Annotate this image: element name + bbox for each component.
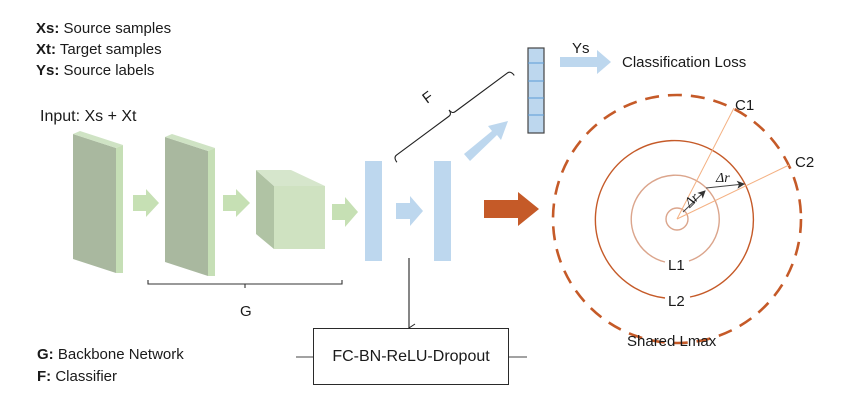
feature-map-1 <box>73 131 123 273</box>
green-arrow-3 <box>332 197 358 227</box>
legend-item-g: G: Backbone Network <box>37 346 184 364</box>
legend-key: F: <box>37 368 52 385</box>
l1-label: L1 <box>668 257 685 274</box>
center-circle <box>665 207 689 231</box>
feature-vector-bar-2 <box>434 161 451 261</box>
feature-cube <box>256 170 325 249</box>
shared-lmax-circle <box>551 93 803 345</box>
legend-item-xt: Xt: Target samples <box>36 41 162 59</box>
feature-map-2 <box>165 134 215 276</box>
ys-arrow <box>560 50 611 74</box>
delta-r-arrow-1 <box>682 190 706 213</box>
input-label: Input: Xs + Xt <box>40 108 137 125</box>
brace-g <box>147 280 343 288</box>
classifier-output-vector <box>527 47 545 134</box>
legend-text: Source samples <box>63 20 172 37</box>
brace-f-label: F <box>419 88 436 107</box>
l2-circle <box>594 139 755 299</box>
c1-label: C1 <box>735 97 754 114</box>
ray-c1 <box>676 107 735 220</box>
legend-item-ys: Ys: Source labels <box>36 62 154 80</box>
classification-loss-label: Classification Loss <box>622 54 746 71</box>
shared-lmax-label: Shared Lmax <box>627 333 717 350</box>
fc-block-label: FC-BN-ReLU-Dropout <box>332 347 490 365</box>
c2-label: C2 <box>795 154 814 171</box>
legend-key: Ys: <box>36 62 60 79</box>
legend-key: G: <box>37 346 54 363</box>
delta-r-arrow-2 <box>705 180 745 189</box>
legend-item-f: F: Classifier <box>37 368 117 386</box>
l2-label: L2 <box>668 293 685 310</box>
green-arrow-1 <box>133 189 159 217</box>
delta-r-label-2: Δr <box>715 171 730 186</box>
legend-key: Xt: <box>36 41 56 58</box>
blue-arrow-fc <box>396 196 423 226</box>
green-arrow-2 <box>223 189 250 217</box>
legend-item-xs: Xs: Source samples <box>36 20 171 38</box>
feature-vector-bar-1 <box>365 161 382 261</box>
fc-bn-relu-dropout-block: FC-BN-ReLU-Dropout <box>313 328 509 385</box>
orange-arrow <box>484 192 539 226</box>
brace-g-label: G <box>240 303 252 320</box>
legend-key: Xs: <box>36 20 60 37</box>
legend-text: Source labels <box>63 62 155 79</box>
blue-arrow-to-output <box>464 121 508 161</box>
ys-label: Ys <box>572 40 590 57</box>
brace-f <box>394 71 515 163</box>
ray-c2 <box>676 164 790 220</box>
legend-text: Backbone Network <box>57 346 184 363</box>
legend-text: Classifier <box>55 368 118 385</box>
legend-text: Target samples <box>59 41 162 58</box>
l1-circle <box>630 174 720 263</box>
